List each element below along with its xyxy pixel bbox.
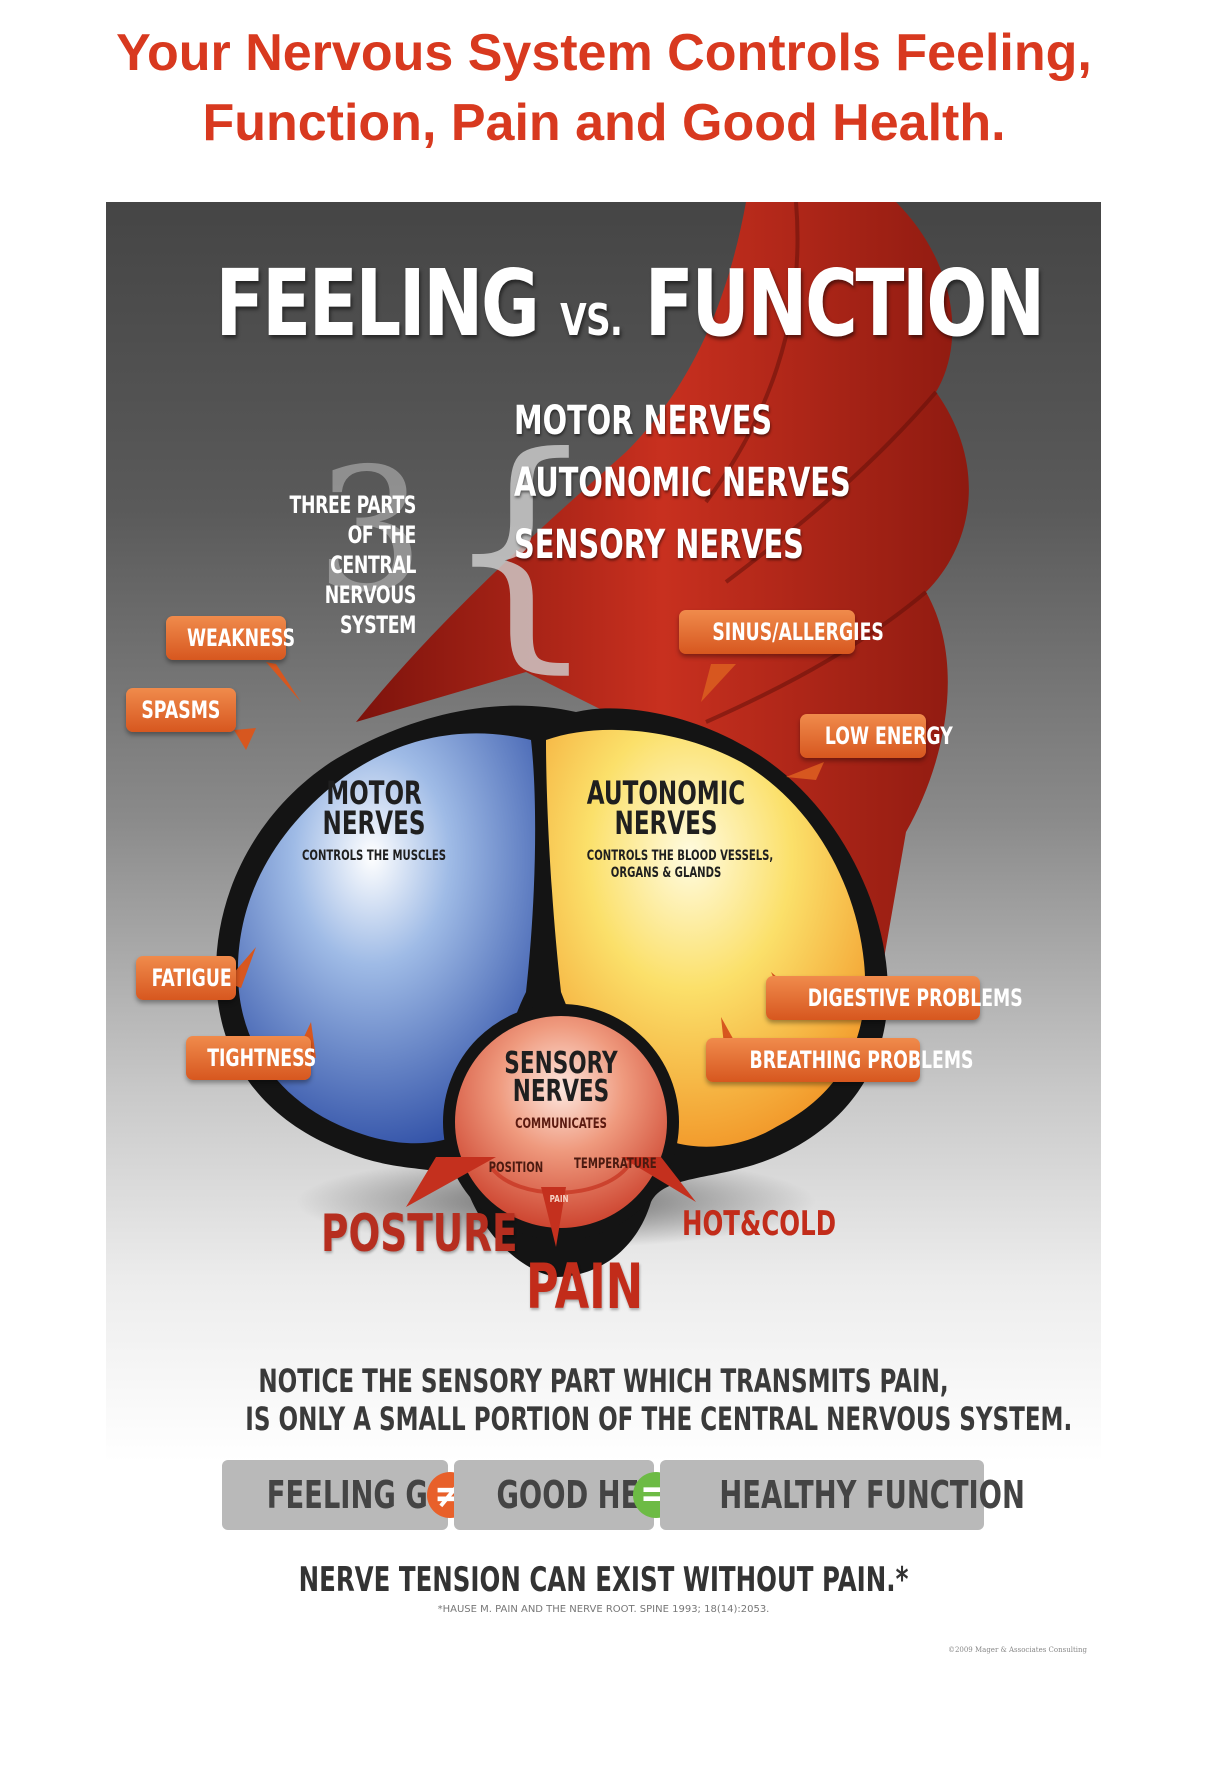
page-headline: Your Nervous System Controls Feeling, Fu… (0, 18, 1208, 158)
sensory-pain-small: PAIN (549, 1194, 569, 1205)
sensory-temperature: TEMPERATURE (574, 1156, 657, 1172)
list-autonomic-nerves: AUTONOMIC NERVES (514, 460, 851, 506)
sinus-pointer (701, 664, 736, 702)
sensory-title-2: NERVES (512, 1074, 610, 1109)
motor-sub: CONTROLS THE MUSCLES (302, 848, 446, 864)
autonomic-nerves-label: AUTONOMIC NERVES CONTROLS THE BLOOD VESS… (556, 774, 776, 882)
copyright: ©2009 Mager & Associates Consulting (947, 1646, 1087, 1654)
three-parts-line-1: THREE PARTS (289, 491, 417, 519)
posture-arrow (406, 1157, 496, 1207)
list-sensory-nerves: SENSORY NERVES (514, 522, 804, 568)
tag-fatigue: FATIGUE (136, 956, 236, 1000)
motor-title-1: MOTOR (326, 774, 422, 812)
motor-nerves-label: MOTOR NERVES CONTROLS THE MUSCLES (274, 774, 474, 865)
hotcold-arrow (621, 1157, 696, 1202)
poster-artwork (216, 202, 969, 1277)
poster-title: FEELING VS. FUNCTION (215, 250, 1045, 357)
notice-line-2: IS ONLY A SMALL PORTION OF THE CENTRAL N… (245, 1400, 1073, 1438)
tag-spasms: SPASMS (126, 688, 236, 732)
pain-arrow (541, 1187, 566, 1247)
motor-title-2: NERVES (322, 804, 426, 842)
title-vs: VS. (560, 295, 623, 346)
tag-tightness: TIGHTNESS (186, 1036, 316, 1080)
headline-line-2: Function, Pain and Good Health. (202, 94, 1006, 152)
good-health-box: GOOD HEALTH (454, 1460, 715, 1530)
spasms-pointer (234, 728, 256, 750)
feeling-good-box: FEELING GOOD (222, 1460, 497, 1530)
title-function: FUNCTION (644, 250, 1045, 357)
autonomic-sub-2: ORGANS & GLANDS (610, 865, 722, 881)
three-parts-label: THREE PARTS OF THE CENTRAL NERVOUS SYSTE… (286, 490, 417, 640)
three-parts-line-3: NERVOUS SYSTEM (324, 581, 417, 639)
tag-breathing-problems: BREATHING PROBLEMS (706, 1038, 973, 1082)
sensory-title-1: SENSORY (504, 1046, 618, 1081)
sensory-nerves-label: SENSORY NERVES COMMUNICATES (461, 1046, 661, 1133)
tag-sinus-allergies: SINUS/ALLERGIES (679, 610, 884, 654)
sensory-sub: COMMUNICATES (515, 1116, 607, 1132)
citation: *HAUSE M. PAIN AND THE NERVE ROOT. SPINE… (437, 1604, 770, 1615)
three-parts-line-2: OF THE CENTRAL (330, 521, 416, 579)
sensory-position: POSITION (488, 1160, 544, 1176)
tag-low-energy: LOW ENERGY (800, 714, 953, 758)
nerve-tension-note: NERVE TENSION CAN EXIST WITHOUT PAIN.* (298, 1560, 909, 1600)
weakness-pointer (266, 662, 301, 702)
posture-label: POSTURE (321, 1204, 518, 1264)
notice-line-1: NOTICE THE SENSORY PART WHICH TRANSMITS … (258, 1362, 949, 1400)
three-numeral: 3 (316, 432, 425, 630)
brace-icon: { (441, 403, 601, 694)
low-energy-pointer (786, 762, 824, 780)
infographic-poster: FEELING VS. FUNCTION 3 THREE PARTS OF TH… (106, 202, 1101, 1739)
tag-weakness: WEAKNESS (166, 616, 295, 660)
autonomic-title-1: AUTONOMIC (586, 774, 746, 812)
title-feeling: FEELING (215, 250, 539, 357)
tag-digestive-problems: DIGESTIVE PROBLEMS (766, 976, 1023, 1020)
autonomic-title-2: NERVES (614, 804, 718, 842)
list-motor-nerves: MOTOR NERVES (514, 398, 773, 444)
healthy-function-box: HEALTHY FUNCTION (660, 1460, 1025, 1530)
pain-label: PAIN (526, 1250, 644, 1323)
autonomic-sub-1: CONTROLS THE BLOOD VESSELS, (586, 848, 774, 864)
headline-line-1: Your Nervous System Controls Feeling, (116, 24, 1092, 82)
hot-cold-label: HOT&COLD (682, 1204, 837, 1244)
